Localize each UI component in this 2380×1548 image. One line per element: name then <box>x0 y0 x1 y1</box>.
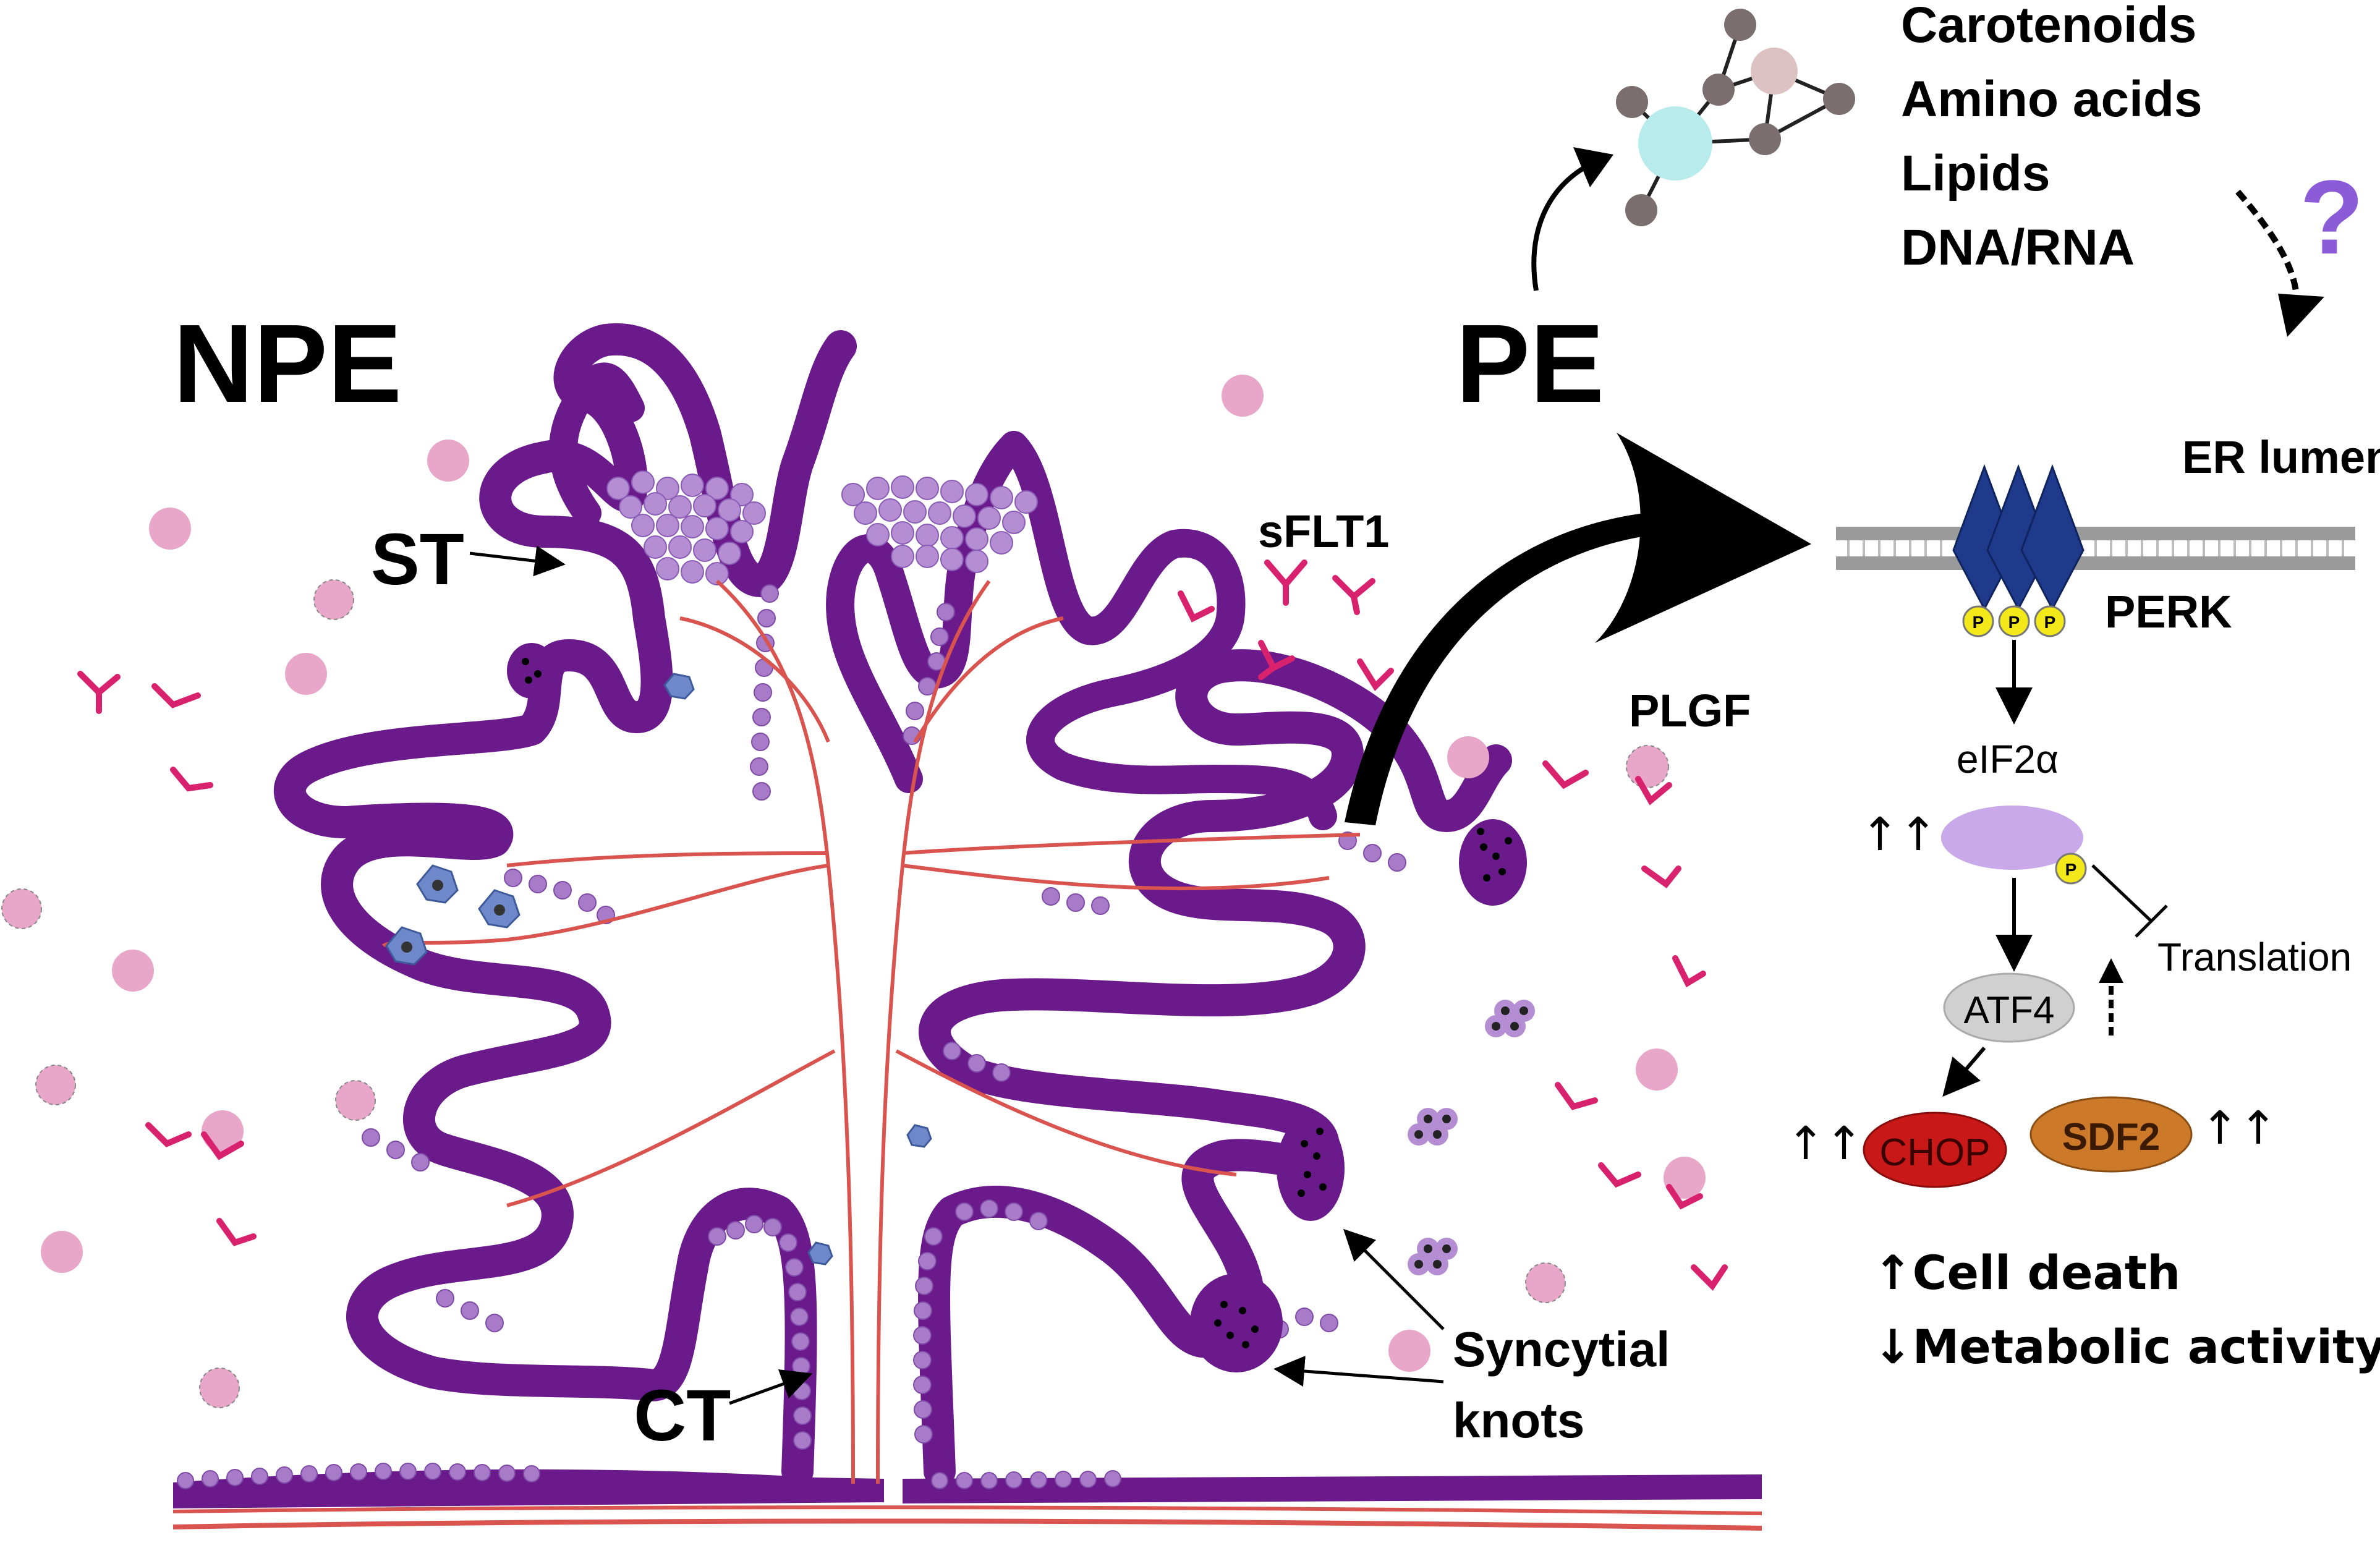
label-st: ST <box>371 519 464 600</box>
label-perk: PERK <box>2105 586 2232 637</box>
pe-to-er-arrow <box>1345 433 1811 825</box>
dashed-arrow-question <box>2235 189 2324 337</box>
villus-tip-cluster-left <box>606 470 766 585</box>
label-pe: PE <box>1456 302 1604 426</box>
er-membrane <box>1836 527 2355 570</box>
phospho-group <box>2055 853 2087 885</box>
up-arrows-chop: ↑↑ <box>1787 1117 1863 1170</box>
label-plgf: PLGF <box>1629 685 1751 736</box>
phospho-label: P <box>1973 613 1984 632</box>
metabolite-item: DNA/RNA <box>1901 219 2135 276</box>
cytotrophoblast-beads <box>177 584 1406 1489</box>
up-arrows-sdf2: ↑↑ <box>2201 1102 2277 1155</box>
chop-shape <box>1863 1112 2007 1188</box>
sdf2-shape <box>2029 1096 2193 1173</box>
villus-tip-cluster-right <box>841 475 1038 573</box>
label-sflt1: sFLT1 <box>1258 506 1389 557</box>
fetal-vessels <box>381 579 1361 1484</box>
eif2a-shape <box>1941 806 2083 870</box>
phospho-label: P <box>2044 613 2056 632</box>
molecule-network-icon <box>1616 9 1855 226</box>
atf4-shape <box>1943 972 2075 1043</box>
label-knots: knots <box>1453 1393 1584 1448</box>
metabolite-item: Lipids <box>1901 145 2050 202</box>
question-mark: ? <box>2300 159 2364 276</box>
up-arrows-eif2a: ↑↑ <box>1861 808 1937 861</box>
metabolite-item: Carotenoids <box>1901 0 2196 53</box>
metabolite-item: Amino acids <box>1901 71 2203 127</box>
villous-tree <box>172 323 1762 1531</box>
phospho-label: P <box>2008 613 2020 632</box>
label-eif2a: eIF2α <box>1957 737 2059 781</box>
label-cell-death: ↑Cell death <box>1873 1245 2180 1300</box>
villus-outline-upper-left <box>549 362 645 527</box>
pe-to-metabolite-arrow <box>1531 147 1613 291</box>
phospho-label: P <box>2065 860 2077 879</box>
label-npe: NPE <box>173 302 402 426</box>
villus-outline-right-branch <box>1000 431 1337 830</box>
label-chop: CHOP <box>1879 1131 1990 1174</box>
sflt1-molecules <box>77 559 1728 1291</box>
phospho-group: P P P <box>1962 605 2066 637</box>
label-atf4: ATF4 <box>1964 989 2055 1032</box>
label-ct: CT <box>634 1375 731 1457</box>
inhibition-line <box>2091 864 2168 938</box>
label-translation: Translation <box>2157 935 2352 979</box>
label-pointers <box>469 545 1445 1405</box>
label-metabolic-activity: ↓Metabolic activity <box>1873 1319 2380 1374</box>
stromal-cell <box>385 673 932 1265</box>
dashed-up-arrow <box>2099 958 2123 1036</box>
perk-receptor <box>1952 464 2085 611</box>
label-er-lumen: ER lumen <box>2182 432 2380 483</box>
pathway-arrow <box>1942 1047 1986 1097</box>
plgf-molecules <box>1 375 1706 1408</box>
label-sdf2: SDF2 <box>2062 1116 2160 1159</box>
label-syncytial: Syncytial <box>1453 1322 1670 1377</box>
villus-outline-center <box>826 431 1028 793</box>
free-syncytial-fragments <box>1408 1000 1535 1275</box>
syncytial-knot <box>507 643 1527 1372</box>
